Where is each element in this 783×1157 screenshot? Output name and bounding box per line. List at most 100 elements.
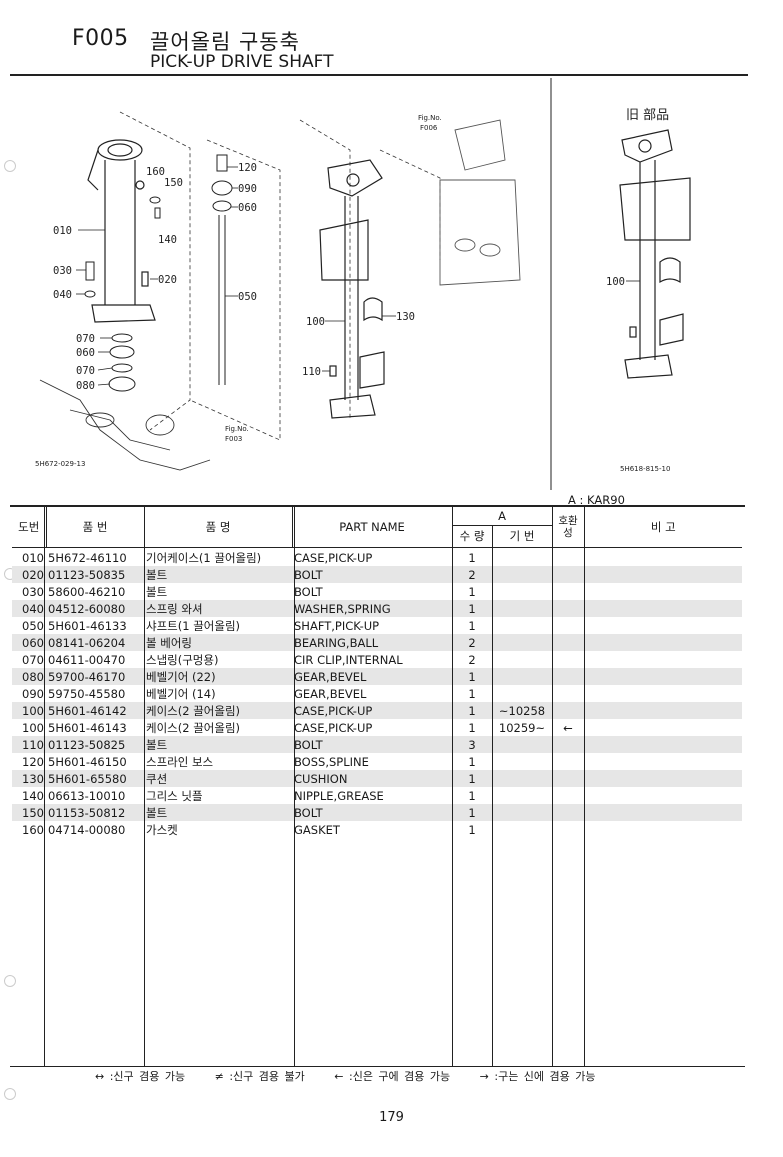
cell-qty: 1: [452, 668, 492, 685]
fig-ref-top-number: F006: [420, 124, 438, 132]
callout-050: 050: [238, 291, 257, 303]
cell-part-no: 04512-60080: [46, 600, 144, 617]
cell-interch: ←: [563, 720, 573, 735]
cell-name-ko: 기어케이스(1 끌어올림): [146, 550, 262, 565]
callout-020: 020: [158, 274, 177, 286]
cell-part-name: CASE,PICK-UP: [294, 550, 373, 565]
header-rule: [10, 74, 748, 76]
cell-remarks: [584, 617, 742, 634]
fig-ref-bottom-number: F003: [225, 435, 242, 443]
cell-name-ko: 그리스 닛플: [146, 788, 203, 803]
section-code: F005: [72, 26, 129, 51]
cell-part-no: 08141-06204: [46, 634, 144, 651]
cell-name-ko: 케이스(2 끌어올림): [144, 702, 292, 719]
callout-080: 080: [76, 380, 95, 392]
cell-interch: [552, 804, 584, 821]
callout-150: 150: [164, 177, 183, 189]
table-bottom-rule: [10, 1066, 745, 1067]
callout-130: 130: [396, 311, 415, 323]
table-top-rule: [10, 505, 745, 507]
cell-remarks: [584, 770, 742, 787]
cell-interch: [552, 753, 584, 770]
cell-qty: 1: [468, 550, 476, 565]
cell-part-name: BOLT: [292, 566, 452, 583]
cell-part-no: 5H601-46142: [46, 702, 144, 719]
legend-new-for-old: ← :신은 구에 겸용 가능: [334, 1070, 451, 1083]
cell-part-no: 5H601-46133: [48, 618, 127, 633]
callout-070b: 070: [76, 365, 95, 377]
header-interchangeability: 호환성: [552, 507, 585, 548]
cell-part-no: 5H672-46110: [48, 550, 127, 565]
cell-serial: [492, 770, 552, 787]
cell-qty: 2: [452, 634, 492, 651]
cell-no: 160: [22, 822, 44, 837]
callout-090: 090: [238, 183, 257, 195]
cell-serial: [492, 583, 552, 600]
cell-remarks: [584, 634, 742, 651]
title-korean: 끌어올림 구동축: [150, 30, 300, 54]
cell-interch: [552, 770, 584, 787]
cell-name-ko: 가스켓: [146, 822, 178, 837]
cell-serial: [492, 804, 552, 821]
cell-interch: [552, 821, 584, 838]
cell-name-ko: 스냅링(구멍용): [146, 652, 219, 667]
cell-serial: [492, 685, 552, 702]
cell-part-name: BOLT: [292, 736, 452, 753]
model-note: A : KAR90: [568, 493, 625, 507]
cell-serial: [492, 634, 552, 651]
dashed-guide: [189, 139, 281, 441]
header-part-name: PART NAME: [292, 507, 453, 548]
cell-qty: 2: [452, 566, 492, 583]
cell-remarks: [584, 753, 742, 770]
cell-serial: [492, 566, 552, 583]
cell-part-name: BOLT: [294, 584, 323, 599]
dashed-guide: [299, 119, 351, 420]
fig-ref-bottom-label: Fig.No.: [225, 425, 249, 433]
cell-serial: [492, 787, 552, 804]
callout-160: 160: [146, 166, 165, 178]
cell-remarks: [584, 821, 742, 838]
cell-interch: [552, 617, 584, 634]
header-qty: 수 량: [452, 525, 493, 548]
old-part-title: 旧 部品: [626, 108, 669, 123]
cell-part-no: 01123-50835: [46, 566, 144, 583]
cell-interch: [552, 583, 584, 600]
cell-name-ko: 베벨기어 (14): [146, 686, 216, 701]
cell-name-ko: 쿠션: [144, 770, 292, 787]
cell-part-no: 5H601-65580: [46, 770, 144, 787]
cell-part-no: 01153-50812: [46, 804, 144, 821]
cell-part-name: GEAR,BEVEL: [292, 668, 452, 685]
cell-no: 110: [12, 736, 46, 753]
cell-remarks: [584, 549, 742, 566]
cell-remarks: [584, 702, 742, 719]
cell-no: 050: [22, 618, 44, 633]
cell-serial: [492, 668, 552, 685]
cell-name-ko: 볼트: [144, 566, 292, 583]
legend-both-ways: ↔ :신구 겸용 가능: [95, 1070, 186, 1083]
cell-interch: [552, 685, 584, 702]
cell-name-ko: 케이스(2 끌어올림): [146, 720, 241, 735]
cell-part-name: CASE,PICK-UP: [292, 702, 452, 719]
callout-060: 060: [76, 347, 95, 359]
cell-qty: 1: [452, 804, 492, 821]
callout-140: 140: [158, 234, 177, 246]
callout-070: 070: [76, 333, 95, 345]
compatibility-legend: ↔ :신구 겸용 가능 ≠ :신구 겸용 불가 ← :신은 구에 겸용 가능 →…: [95, 1068, 620, 1084]
cell-qty: 1: [468, 822, 476, 837]
cell-part-name: SHAFT,PICK-UP: [294, 618, 380, 633]
cell-remarks: [584, 719, 742, 736]
col-rule: [452, 507, 453, 1067]
cell-serial: [492, 651, 552, 668]
callout-030: 030: [53, 265, 72, 277]
cell-serial: [492, 549, 552, 566]
col-rule: [492, 530, 493, 1067]
cell-remarks: [584, 600, 742, 617]
cell-part-no: 5H601-46150: [48, 754, 127, 769]
